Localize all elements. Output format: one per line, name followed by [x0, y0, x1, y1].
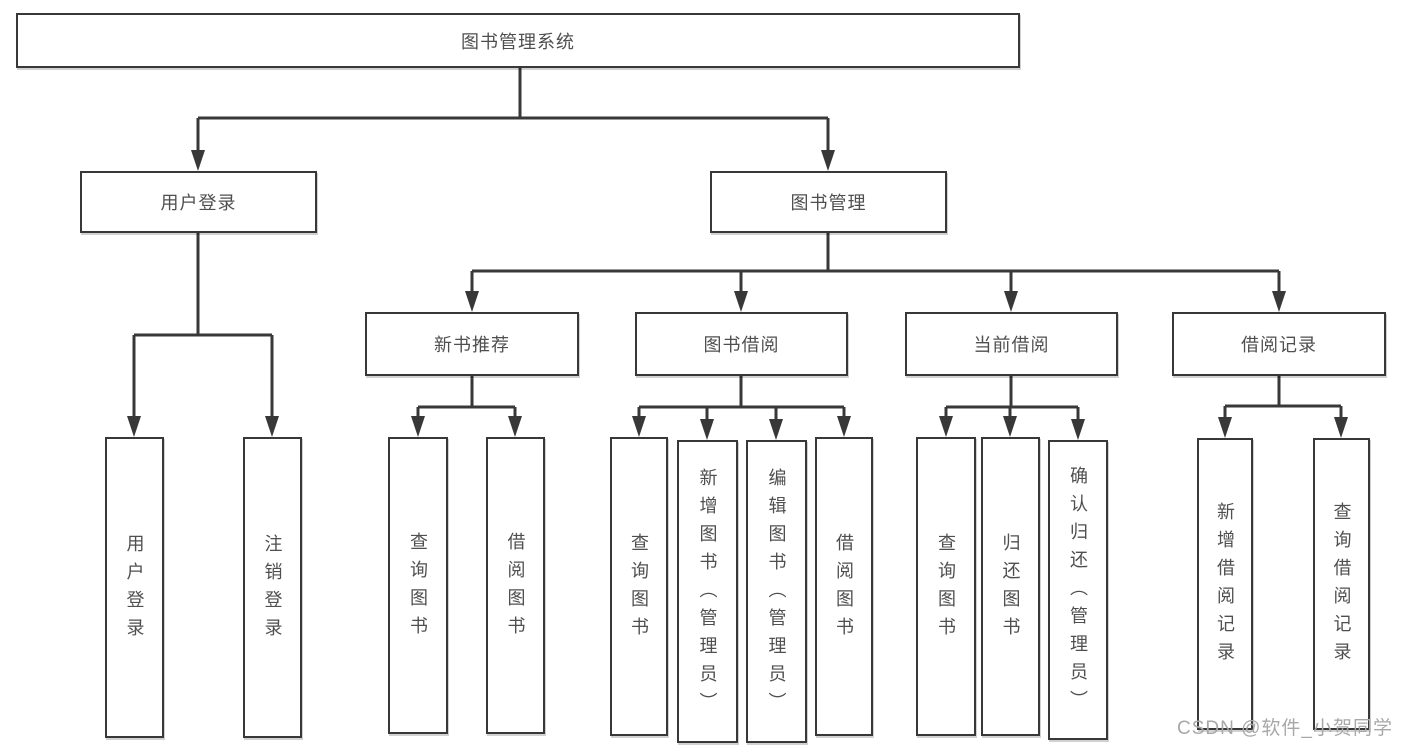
- node-book-borrowing: 图书借阅: [635, 312, 848, 376]
- leaf-borrow-books-recommend: 借阅图书: [486, 437, 545, 734]
- leaf-logout: 注销登录: [243, 437, 302, 738]
- node-borrowing-records: 借阅记录: [1172, 312, 1386, 376]
- arrowhead-icons: [127, 150, 1348, 440]
- node-new-book-recommendation: 新书推荐: [365, 312, 579, 376]
- leaf-query-books-borrow: 查询图书: [610, 437, 668, 736]
- csdn-watermark: CSDN @软件_小贺同学: [1177, 718, 1393, 739]
- leaf-return-books: 归还图书: [981, 437, 1040, 736]
- leaf-query-borrow-record: 查询借阅记录: [1313, 438, 1370, 730]
- leaf-add-borrow-record: 新增借阅记录: [1197, 438, 1253, 730]
- node-library-management-system: 图书管理系统: [16, 13, 1020, 68]
- leaf-confirm-return-admin: 确认归还（管理员）: [1048, 440, 1108, 740]
- leaf-user-login: 用户登录: [105, 437, 164, 738]
- leaf-borrow-books: 借阅图书: [815, 437, 873, 736]
- node-current-borrowing: 当前借阅: [905, 312, 1118, 376]
- leaf-query-books-recommend: 查询图书: [388, 437, 448, 734]
- leaf-query-books-current: 查询图书: [916, 437, 976, 736]
- node-user-login: 用户登录: [80, 171, 317, 233]
- leaf-add-books-admin: 新增图书（管理员）: [677, 440, 738, 743]
- node-book-management: 图书管理: [710, 171, 947, 233]
- leaf-edit-books-admin: 编辑图书（管理员）: [746, 440, 807, 743]
